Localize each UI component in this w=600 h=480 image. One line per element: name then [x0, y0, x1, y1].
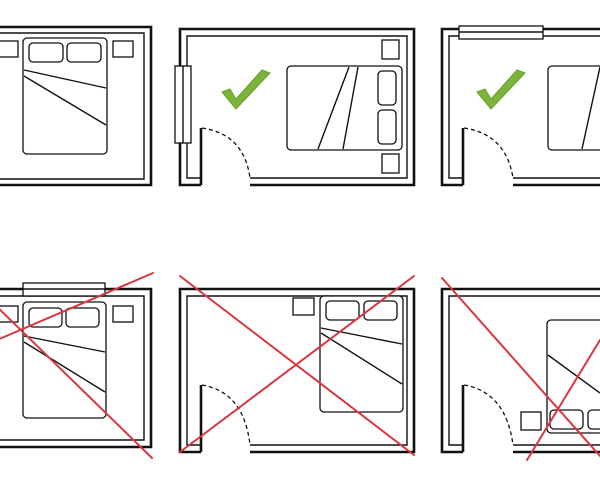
- pillow: [65, 307, 100, 328]
- room-walls: [440, 287, 600, 454]
- cross-mark-icon: [179, 275, 415, 456]
- nightstand: [0, 40, 19, 58]
- pillow: [377, 109, 397, 145]
- bed: [547, 65, 600, 151]
- bed: [286, 65, 403, 151]
- bed: [22, 301, 107, 419]
- check-mark-icon: [221, 69, 271, 110]
- cross-mark-icon: [441, 277, 600, 461]
- room-walls: [178, 27, 416, 187]
- panel-top-center: [174, 27, 416, 187]
- nightstand: [381, 39, 400, 60]
- nightstand: [112, 40, 134, 58]
- room-walls: [0, 25, 153, 187]
- pillow: [587, 409, 600, 430]
- nightstand: [112, 305, 134, 323]
- nightstand: [520, 411, 542, 431]
- door-swing: [463, 127, 514, 179]
- pillow: [66, 42, 102, 63]
- panel-top-right: [440, 25, 600, 187]
- bed: [22, 37, 108, 155]
- panel-bottom-right: [440, 277, 600, 461]
- panel-bottom-left: [0, 272, 154, 459]
- panel-top-left: [0, 25, 153, 187]
- nightstand: [381, 153, 400, 174]
- cross-mark-icon: [0, 272, 154, 459]
- door-swing: [463, 384, 514, 446]
- bed: [319, 295, 404, 413]
- door-swing: [201, 127, 251, 179]
- check-mark-icon: [476, 69, 526, 110]
- bed: [546, 319, 600, 434]
- door-swing: [201, 384, 251, 446]
- pillow: [377, 70, 397, 106]
- pillow: [28, 42, 64, 63]
- pillow: [325, 300, 360, 321]
- panel-bottom-center: [178, 275, 416, 456]
- nightstand: [292, 297, 315, 316]
- nightstand: [0, 305, 19, 323]
